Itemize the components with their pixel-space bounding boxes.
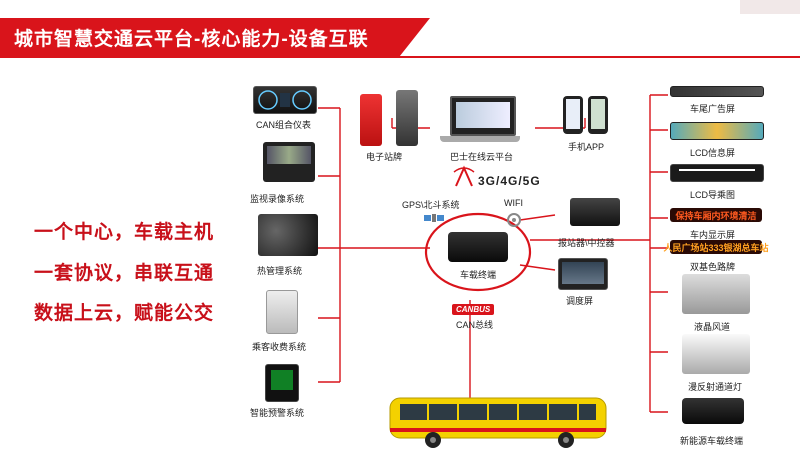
top-device-label-1: 电子站牌	[366, 152, 403, 162]
dual-color-sign-screen: 人民广场站333银湖总车站	[663, 240, 769, 254]
canbus-logo: CANBUS	[452, 304, 495, 315]
left-device-label-4: 乘客收费系统	[252, 342, 307, 352]
slogan-1: 一个中心，车载主机	[34, 222, 215, 243]
dispatch-screen-image	[558, 258, 608, 290]
top-device-label-3: 手机APP	[568, 142, 605, 152]
lcd-info-screen-image	[670, 122, 764, 140]
mid-device-label-2: 调度屏	[566, 296, 594, 306]
fare-system-image	[266, 290, 298, 334]
left-device-label-2: 监视录像系统	[250, 194, 305, 204]
right-device-label-4: 车内显示屏	[690, 230, 736, 240]
title-underline	[0, 56, 800, 58]
corner-decoration	[740, 0, 800, 14]
slogan-3: 数据上云，赋能公交	[34, 303, 215, 324]
ev-terminal-image	[682, 398, 744, 424]
monitor-system-image	[263, 142, 315, 182]
right-device-label-3: LCD导乘图	[690, 190, 736, 200]
interior-display-screen: 保持车厢内环境清洁	[670, 208, 762, 222]
top-device-label-2: 巴士在线云平台	[450, 152, 514, 162]
left-device-label-1: CAN组合仪表	[256, 120, 312, 130]
bus-illustration	[389, 397, 607, 448]
laptop-image	[440, 96, 520, 148]
right-device-label-2: LCD信息屏	[690, 148, 736, 158]
right-device-label-7: 漫反射通道灯	[688, 382, 743, 392]
lcd-duct-image	[682, 274, 750, 314]
phone-image-a	[563, 96, 583, 134]
left-device-label-5: 智能预警系统	[250, 408, 305, 418]
station-sign-image-a	[360, 94, 382, 146]
signal-tower-icon	[452, 165, 476, 193]
right-device-label-6: 液晶风道	[694, 322, 731, 332]
thermal-management-image	[258, 214, 318, 256]
title-banner	[0, 18, 430, 56]
right-device-label-8: 新能源车载终端	[680, 436, 744, 446]
phone-image-b	[588, 96, 608, 134]
host-label: 车载终端	[460, 270, 497, 280]
rear-ad-screen-image	[670, 86, 764, 97]
warning-system-image	[265, 364, 299, 402]
wifi-label: WIFI	[504, 198, 523, 208]
mid-device-label-1: 报站器\中控器	[558, 238, 615, 248]
network-label: 3G/4G/5G	[478, 174, 541, 188]
host-terminal-image	[448, 232, 508, 262]
can-dashboard-image	[253, 86, 317, 114]
slogan-2: 一套协议，串联互通	[34, 263, 215, 284]
left-device-label-3: 热管理系统	[257, 266, 303, 276]
satellite-icon	[424, 210, 444, 231]
lcd-guide-screen-image	[670, 164, 764, 182]
announcer-image	[570, 198, 620, 226]
aisle-light-image	[682, 334, 750, 374]
gps-label: GPS\北斗系统	[402, 200, 460, 210]
can-label: CAN总线	[456, 320, 494, 330]
station-sign-image-b	[396, 90, 418, 146]
page-title: 城市智慧交通云平台-核心能力-设备互联	[14, 29, 369, 50]
right-device-label-1: 车尾广告屏	[690, 104, 736, 114]
wifi-antenna-icon	[506, 212, 522, 233]
right-device-label-5: 双基色路牌	[690, 262, 736, 272]
